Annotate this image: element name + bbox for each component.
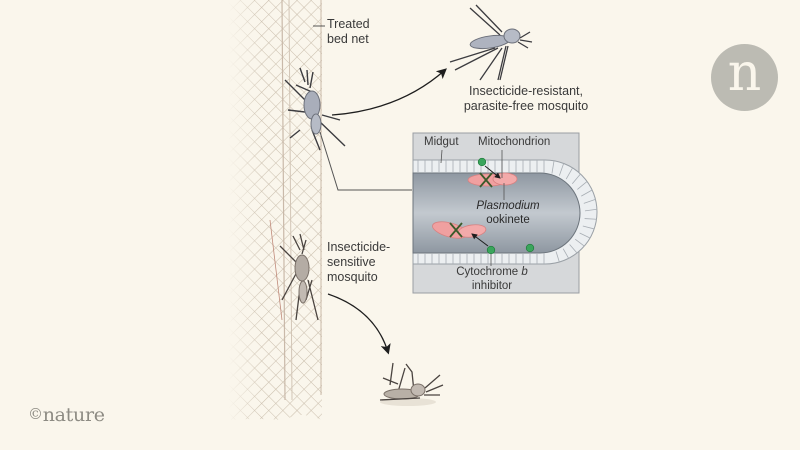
nature-logo-letter: n <box>727 42 762 103</box>
plasmodium-label: Plasmodium <box>476 200 540 212</box>
epithelial-cell-wall <box>551 160 555 174</box>
bed-net <box>228 0 322 420</box>
cytochrome-inhibitor-label: Cytochrome b inhibitor <box>440 265 544 293</box>
epithelial-cell-wall <box>584 218 597 220</box>
epithelial-cell-wall <box>569 244 578 254</box>
sensitive-mosquito-label: Insecticide- sensitive mosquito <box>327 240 390 285</box>
block-x-icon <box>449 222 463 238</box>
epithelial-cell-wall <box>558 163 565 176</box>
cytochrome-b-letter: b <box>521 266 528 278</box>
nature-copyright: ©nature <box>28 404 105 426</box>
dead-mosquito-illustration <box>379 362 444 406</box>
copyright-icon: © <box>28 405 43 423</box>
resistant-mosquito-label: Insecticide-resistant, parasite-free mos… <box>440 84 612 114</box>
publisher-name: nature <box>42 404 105 426</box>
bed-net-label: Treated bed net <box>327 17 370 47</box>
bed-net-label-line: bed net <box>327 32 369 46</box>
sensitive-mosquito-illustration <box>279 233 319 321</box>
resting-mosquito-illustration <box>284 67 346 151</box>
epithelial-cell-wall <box>555 251 560 263</box>
inhibitor-molecule <box>525 243 535 253</box>
epithelial-cell-wall <box>584 208 597 212</box>
epithelial-cell-wall <box>582 225 595 230</box>
epithelial-cell-wall <box>571 173 581 185</box>
block-x-icon <box>479 172 493 188</box>
epithelial-cell-wall <box>581 189 593 197</box>
resistant-mosquito-label-line: Insecticide-resistant, <box>469 84 583 98</box>
bed-net-label-line: Treated <box>327 17 370 31</box>
sensitive-mosquito-label-line: Insecticide- <box>327 240 391 254</box>
midgut-inset <box>412 132 598 294</box>
inhibitor-label-line: inhibitor <box>471 280 513 292</box>
epithelial-cell-wall <box>565 167 573 180</box>
sensitive-mosquito-label-line: mosquito <box>327 270 378 284</box>
inhibitor-molecule <box>486 245 496 255</box>
epithelial-cell-wall <box>579 232 591 239</box>
ookinete-label: ookinete <box>486 214 530 226</box>
inhibitor-molecule <box>477 157 487 167</box>
flying-mosquito-illustration <box>449 4 533 81</box>
resistant-mosquito-label-line: parasite-free mosquito <box>463 99 589 113</box>
epithelial-cell-wall <box>574 238 585 247</box>
inset-leader <box>319 131 412 191</box>
epithelial-cell-wall <box>583 199 596 204</box>
sensitive-mosquito-label-line: sensitive <box>327 255 376 269</box>
epithelial-cell-wall <box>562 248 569 259</box>
cytochrome-label-line: Cytochrome b <box>440 265 544 279</box>
arrow-to-resistant-mosquito <box>331 68 447 116</box>
epithelial-cell-wall <box>577 181 588 190</box>
mitochondrion-label: Mitochondrion <box>478 136 551 148</box>
nature-logo: n <box>711 44 778 111</box>
plasmodium-ookinete-label: Plasmodium ookinete <box>468 199 548 227</box>
cytochrome-word: Cytochrome <box>456 266 519 278</box>
midgut-label: Midgut <box>424 136 459 148</box>
arrow-to-dead-mosquito <box>327 293 391 355</box>
